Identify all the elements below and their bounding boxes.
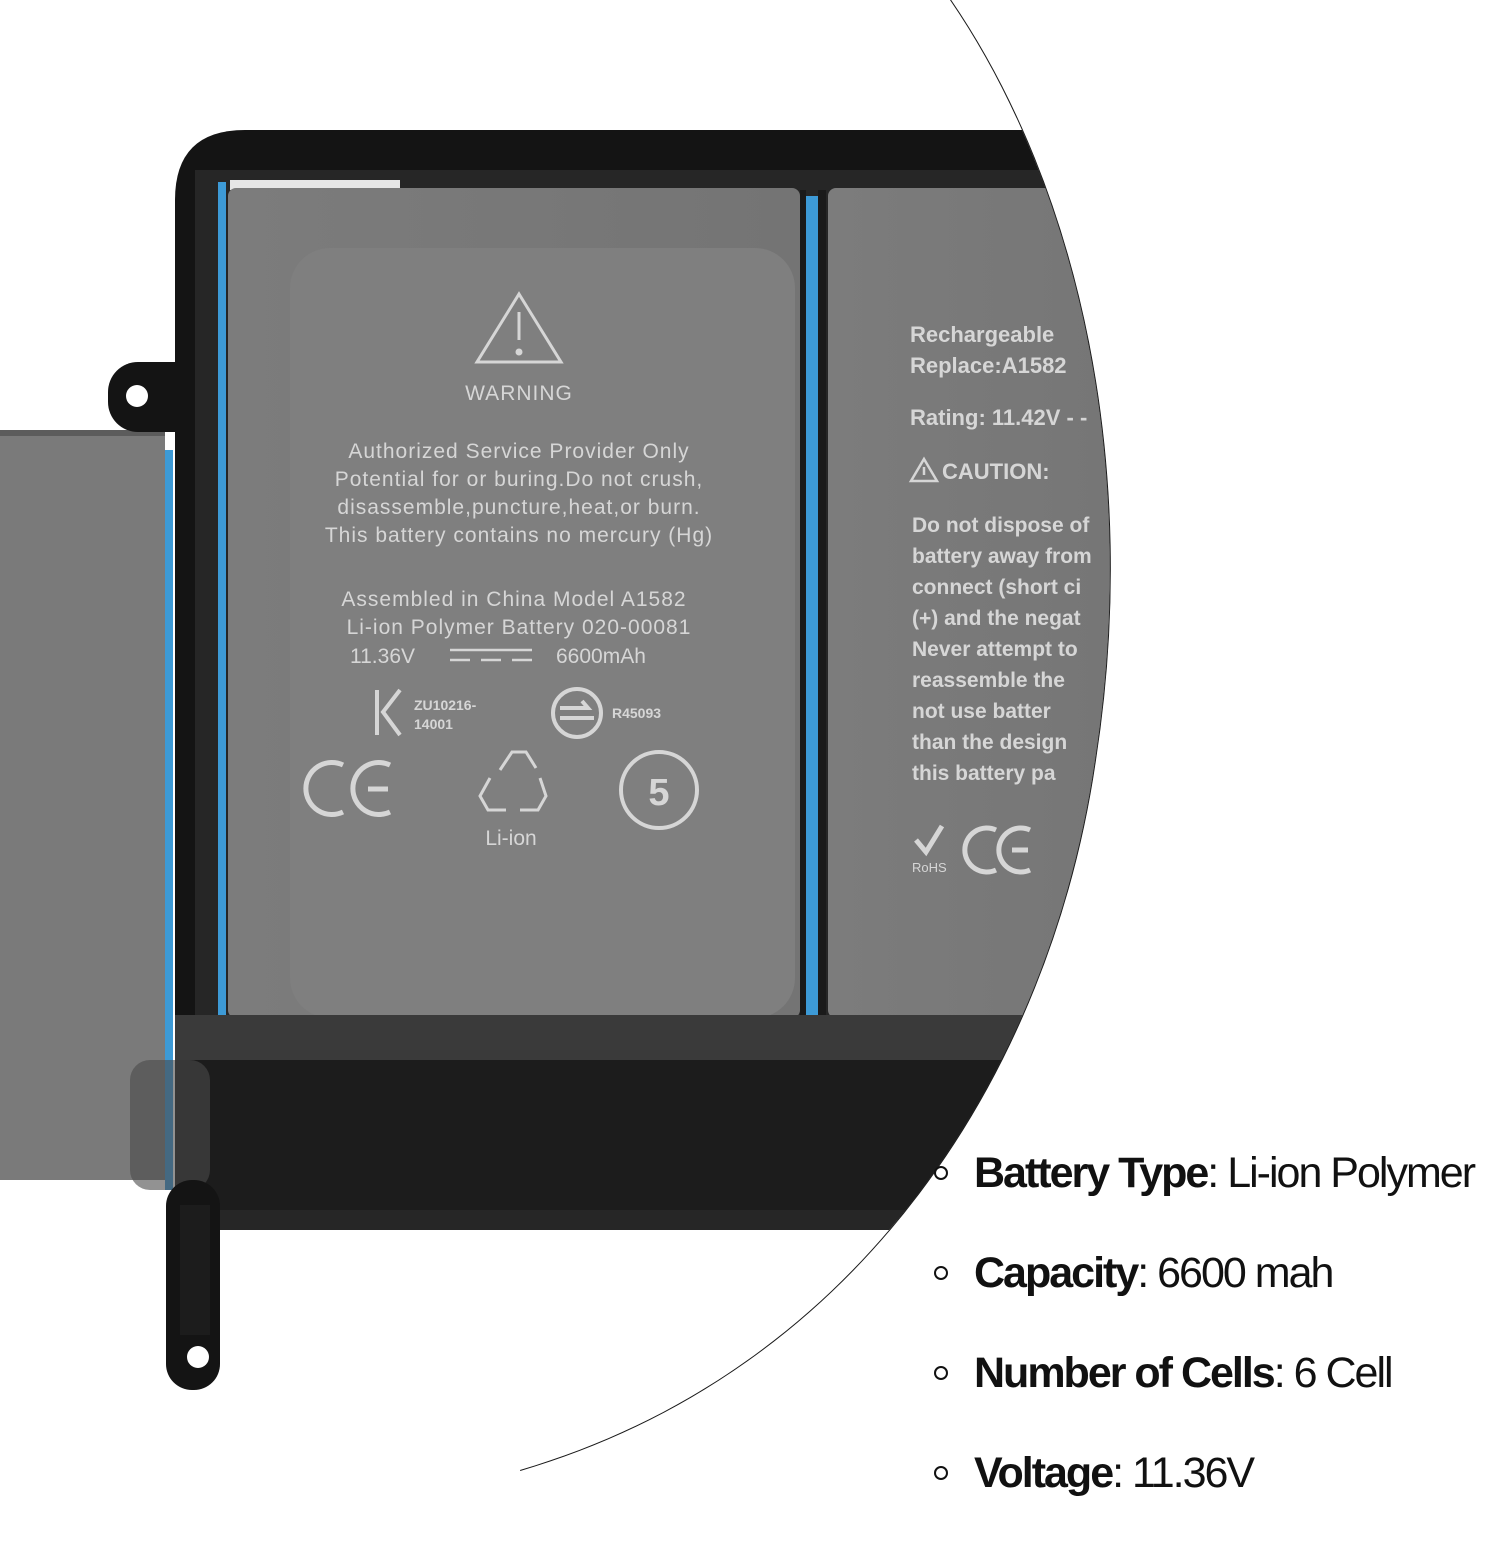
certification-seal-icon	[551, 687, 603, 739]
warning-line: This battery contains no mercury (Hg)	[325, 524, 713, 547]
rating-line: Rating: 11.42V - -	[910, 405, 1087, 430]
blue-strip-1	[165, 450, 173, 1190]
recycle-years-icon: 5	[619, 750, 699, 830]
voltage-label: 11.36V	[350, 645, 415, 668]
spec-item-voltage: Voltage: 11.36V	[934, 1448, 1494, 1498]
spec-value: : 6600 mah	[1137, 1248, 1334, 1297]
caution-line: connect (short ci	[912, 576, 1081, 599]
spec-key: Number of Cells	[974, 1348, 1276, 1397]
caution-title: CAUTION:	[942, 459, 1050, 484]
spec-list: Battery Type: Li-ion Polymer Capacity: 6…	[934, 1148, 1494, 1548]
warning-line: disassemble,puncture,heat,or burn.	[337, 496, 700, 519]
spec-item-capacity: Capacity: 6600 mah	[934, 1248, 1494, 1298]
kc-code-line: ZU10216-	[414, 697, 477, 713]
spec-key: Voltage	[974, 1448, 1114, 1497]
kc-mark-icon	[375, 688, 402, 737]
battery-bottom-ledge	[175, 1015, 1110, 1065]
caution-line: not use batter	[912, 700, 1051, 723]
blue-strip-3	[806, 196, 818, 1016]
caution-line: Do not dispose of	[912, 514, 1090, 537]
recycle-label: Li-ion	[485, 827, 536, 850]
warning-line: Potential for or buring.Do not crush,	[335, 468, 704, 491]
battery-photo: WARNING Authorized Service Provider Only…	[0, 0, 1111, 1471]
caution-line: Never attempt to	[912, 638, 1078, 661]
rohs-label: RoHS	[912, 860, 947, 875]
spec-item-battery-type: Battery Type: Li-ion Polymer	[934, 1148, 1494, 1198]
right-label-line: Rechargeable	[910, 322, 1054, 347]
capacity-label: 6600mAh	[556, 645, 646, 668]
kc-code-line: 14001	[414, 716, 453, 732]
rohs-check-icon	[914, 824, 945, 857]
recycle-icon	[478, 750, 548, 812]
spec-value: : 6 Cell	[1273, 1348, 1394, 1397]
screw-hole-bottom	[187, 1346, 209, 1368]
spec-value: : Li-ion Polymer	[1207, 1148, 1476, 1197]
svg-text:5: 5	[648, 772, 669, 814]
assembly-line: Assembled in China Model A1582	[341, 588, 686, 611]
mounting-tab-top	[108, 362, 218, 432]
spec-value: : 11.36V	[1112, 1448, 1255, 1497]
bullet-icon	[934, 1166, 948, 1180]
bullet-icon	[934, 1466, 948, 1480]
warning-line: Authorized Service Provider Only	[348, 440, 689, 463]
caution-triangle-icon	[908, 456, 940, 483]
caution-line: battery away from	[912, 545, 1092, 568]
blue-strip-2	[218, 182, 226, 1022]
bullet-icon	[934, 1266, 948, 1280]
bullet-icon	[934, 1366, 948, 1380]
spec-item-cells: Number of Cells: 6 Cell	[934, 1348, 1494, 1398]
cert-code: R45093	[612, 705, 661, 721]
caution-line: this battery pa	[912, 762, 1056, 785]
caution-line: reassemble the	[912, 669, 1065, 692]
caution-line: (+) and the negat	[912, 607, 1081, 630]
dc-symbol-icon	[450, 648, 532, 662]
caution-line: than the design	[912, 731, 1067, 754]
ce-mark-icon	[303, 760, 392, 817]
warning-triangle-icon	[474, 291, 564, 364]
left-battery-cell	[0, 430, 165, 1180]
warning-title: WARNING	[465, 382, 573, 405]
battery-model-line: Li-ion Polymer Battery 020-00081	[347, 616, 692, 639]
ce-mark-right-icon	[962, 825, 1032, 875]
battery-cell-right	[828, 188, 1110, 1018]
screw-hole-top	[126, 385, 148, 407]
right-label-line: Replace:A1582	[910, 353, 1067, 378]
spec-key: Capacity	[974, 1248, 1139, 1297]
spec-key: Battery Type	[974, 1148, 1209, 1197]
